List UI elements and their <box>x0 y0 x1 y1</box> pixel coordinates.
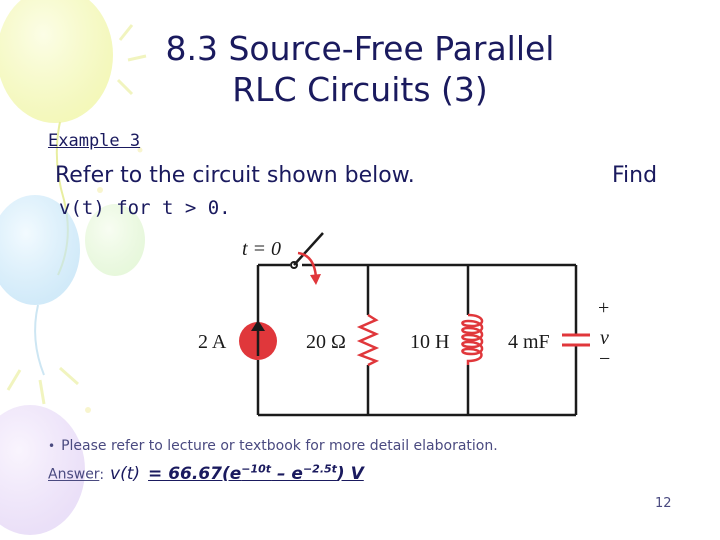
source-label: 2 A <box>198 331 227 353</box>
current-source-icon <box>239 320 277 360</box>
voltage-label: v <box>600 327 609 349</box>
capacitor-icon <box>562 333 590 347</box>
minus-sign: − <box>599 348 610 370</box>
note-text: Please refer to lecture or textbook for … <box>61 438 498 454</box>
resistor-label: 20 Ω <box>306 331 346 353</box>
answer-line: Answer: v(t) = 66.67(e−10t – e−2.5t) V <box>48 462 364 484</box>
problem-line-1: Refer to the circuit shown below. <box>55 163 415 188</box>
problem-line-2: v(t) for t > 0. <box>59 197 231 219</box>
inductor-icon <box>461 313 484 365</box>
problem-find-word: Find <box>612 163 658 188</box>
answer-variable: v(t) <box>110 463 141 484</box>
rlc-circuit-diagram: t = 0 2 A 20 Ω 10 H 4 mF + v − <box>198 232 610 417</box>
example-heading: Example 3 <box>48 131 141 151</box>
bullet-icon: • <box>48 439 56 453</box>
resistor-icon <box>356 313 380 367</box>
answer-exponent-2: −2.5t <box>302 462 337 475</box>
answer-eq-prefix: = 66.67(e <box>148 463 242 484</box>
slide-title: 8.3 Source-Free Parallel RLC Circuits (3… <box>100 28 620 110</box>
answer-colon: : <box>99 466 105 483</box>
plus-sign: + <box>598 297 609 319</box>
answer-label: Answer <box>48 466 100 483</box>
problem-statement: Refer to the circuit shown below. v(t) f… <box>55 160 415 224</box>
balloon-yellow-top <box>0 0 113 123</box>
answer-eq-mid: – e <box>271 463 303 484</box>
answer-exponent-1: −10t <box>241 462 272 475</box>
inductor-label: 10 H <box>410 331 449 353</box>
switch-icon <box>290 232 324 285</box>
balloon-purple-bottom <box>0 405 85 535</box>
title-line-1: 8.3 Source-Free Parallel <box>165 29 555 68</box>
switch-label: t = 0 <box>242 238 281 260</box>
answer-eq-suffix: ) V <box>336 463 364 484</box>
title-line-2: RLC Circuits (3) <box>232 70 488 109</box>
answer-equation: = 66.67(e−10t – e−2.5t) V <box>148 462 364 484</box>
capacitor-label: 4 mF <box>508 331 550 353</box>
note-line: • Please refer to lecture or textbook for… <box>48 438 498 454</box>
circuit-wires <box>256 263 578 417</box>
page-number: 12 <box>655 496 672 511</box>
balloon-blue-left <box>0 195 80 305</box>
balloon-green-small <box>85 204 145 276</box>
